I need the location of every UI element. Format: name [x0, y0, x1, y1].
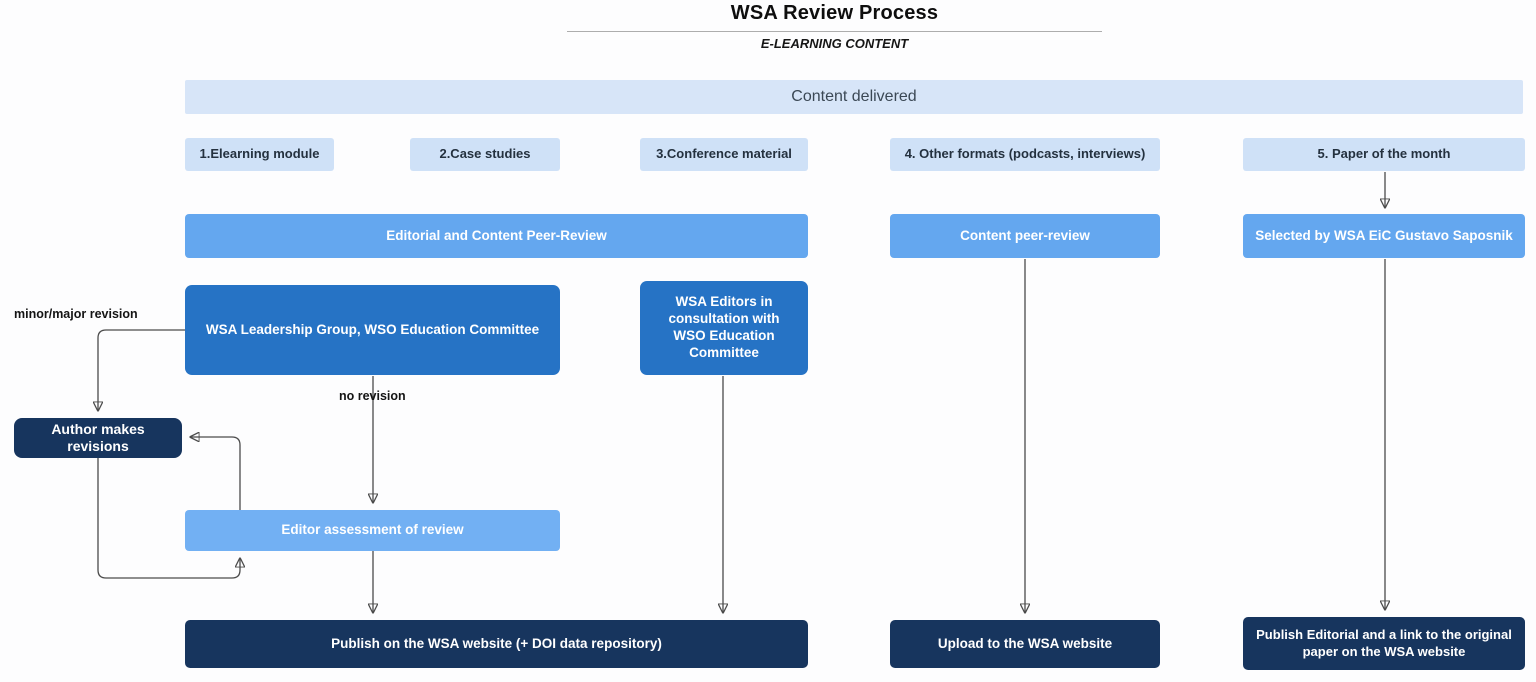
node-wsa-editors-consultation: WSA Editors in consultation with WSO Edu…: [640, 281, 808, 375]
node-content-peer-review: Content peer-review: [890, 214, 1160, 258]
arrow-leadership-to-author: [98, 329, 185, 410]
title-divider: [567, 31, 1102, 32]
node-editor-assessment: Editor assessment of review: [185, 510, 560, 551]
node-elearning-module: 1.Elearning module: [185, 138, 334, 171]
node-upload-wsa-website: Upload to the WSA website: [890, 620, 1160, 668]
edge-label-no-revision: no revision: [339, 389, 406, 403]
banner-content-delivered: Content delivered: [185, 80, 1523, 114]
node-case-studies: 2.Case studies: [410, 138, 560, 171]
edge-label-minor-major-revision: minor/major revision: [14, 307, 138, 321]
node-wsa-leadership-group: WSA Leadership Group, WSO Education Comm…: [185, 285, 560, 375]
node-publish-editorial-link: Publish Editorial and a link to the orig…: [1243, 617, 1525, 670]
node-conference-material: 3.Conference material: [640, 138, 808, 171]
page-title: WSA Review Process: [730, 2, 939, 24]
node-paper-of-the-month: 5. Paper of the month: [1243, 138, 1525, 171]
node-editorial-content-peer-review: Editorial and Content Peer-Review: [185, 214, 808, 258]
arrow-editorassessment-to-author: [191, 437, 241, 510]
node-author-makes-revisions: Author makes revisions: [14, 418, 182, 458]
node-other-formats: 4. Other formats (podcasts, interviews): [890, 138, 1160, 171]
node-selected-by-eic: Selected by WSA EiC Gustavo Saposnik: [1243, 214, 1525, 258]
node-publish-wsa-website: Publish on the WSA website (+ DOI data r…: [185, 620, 808, 668]
page-subtitle: E-LEARNING CONTENT: [760, 36, 909, 51]
